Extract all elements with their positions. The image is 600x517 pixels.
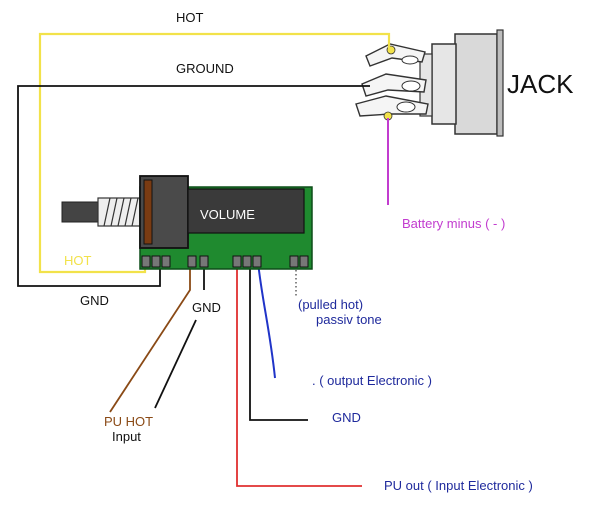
ground-wire bbox=[17, 85, 370, 287]
gnd-mid-label: GND bbox=[192, 300, 221, 315]
jack-sleeve-lug bbox=[355, 95, 429, 117]
solder-pad bbox=[161, 255, 171, 268]
gnd-right-wire bbox=[249, 262, 308, 421]
volume-label: VOLUME bbox=[200, 207, 255, 222]
pu-out-label: PU out ( Input Electronic ) bbox=[384, 478, 533, 493]
output-electronic-label: . ( output Electronic ) bbox=[312, 373, 432, 388]
gnd-right-label: GND bbox=[332, 410, 361, 425]
solder-pad bbox=[289, 255, 299, 268]
solder-pad bbox=[242, 255, 252, 268]
solder-pad bbox=[299, 255, 309, 268]
hot-wire bbox=[38, 32, 391, 274]
jack-flange bbox=[496, 29, 504, 137]
output-electronic-wire bbox=[257, 261, 276, 379]
hot-left-label: HOT bbox=[64, 253, 92, 268]
passiv-tone-label: passiv tone bbox=[316, 312, 382, 327]
gnd-left-label: GND bbox=[80, 293, 109, 308]
pu-out-wire bbox=[236, 262, 362, 487]
pu-hot-label: PU HOT bbox=[104, 414, 153, 429]
pu-hot-wire bbox=[109, 262, 191, 413]
jack-body bbox=[454, 33, 498, 135]
hot-top-label: HOT bbox=[176, 10, 204, 25]
battery-minus-label: Battery minus ( - ) bbox=[402, 216, 505, 231]
solder-pad bbox=[187, 255, 197, 268]
solder-pad bbox=[141, 255, 151, 268]
thread-lines bbox=[103, 197, 139, 227]
pot-shaft-end bbox=[61, 201, 101, 223]
gnd-mid-wire bbox=[154, 319, 197, 409]
lug-hole bbox=[401, 55, 419, 65]
pot-body bbox=[187, 188, 305, 234]
solder-pads bbox=[141, 255, 309, 268]
pot-bushing bbox=[143, 179, 153, 245]
solder-pad bbox=[232, 255, 242, 268]
solder-pad bbox=[199, 255, 209, 268]
pulled-hot-label: (pulled hot) bbox=[298, 297, 363, 312]
jack-nut bbox=[431, 43, 457, 125]
volume-pot-assembly: VOLUME bbox=[61, 175, 313, 270]
jack-connector bbox=[355, 29, 504, 137]
lug-hole bbox=[401, 80, 421, 92]
solder-pad bbox=[151, 255, 161, 268]
ground-top-label: GROUND bbox=[176, 61, 234, 76]
solder-pad bbox=[252, 255, 262, 268]
jack-label: JACK bbox=[507, 69, 574, 99]
input-label: Input bbox=[112, 429, 141, 444]
lug-hole bbox=[396, 101, 416, 113]
